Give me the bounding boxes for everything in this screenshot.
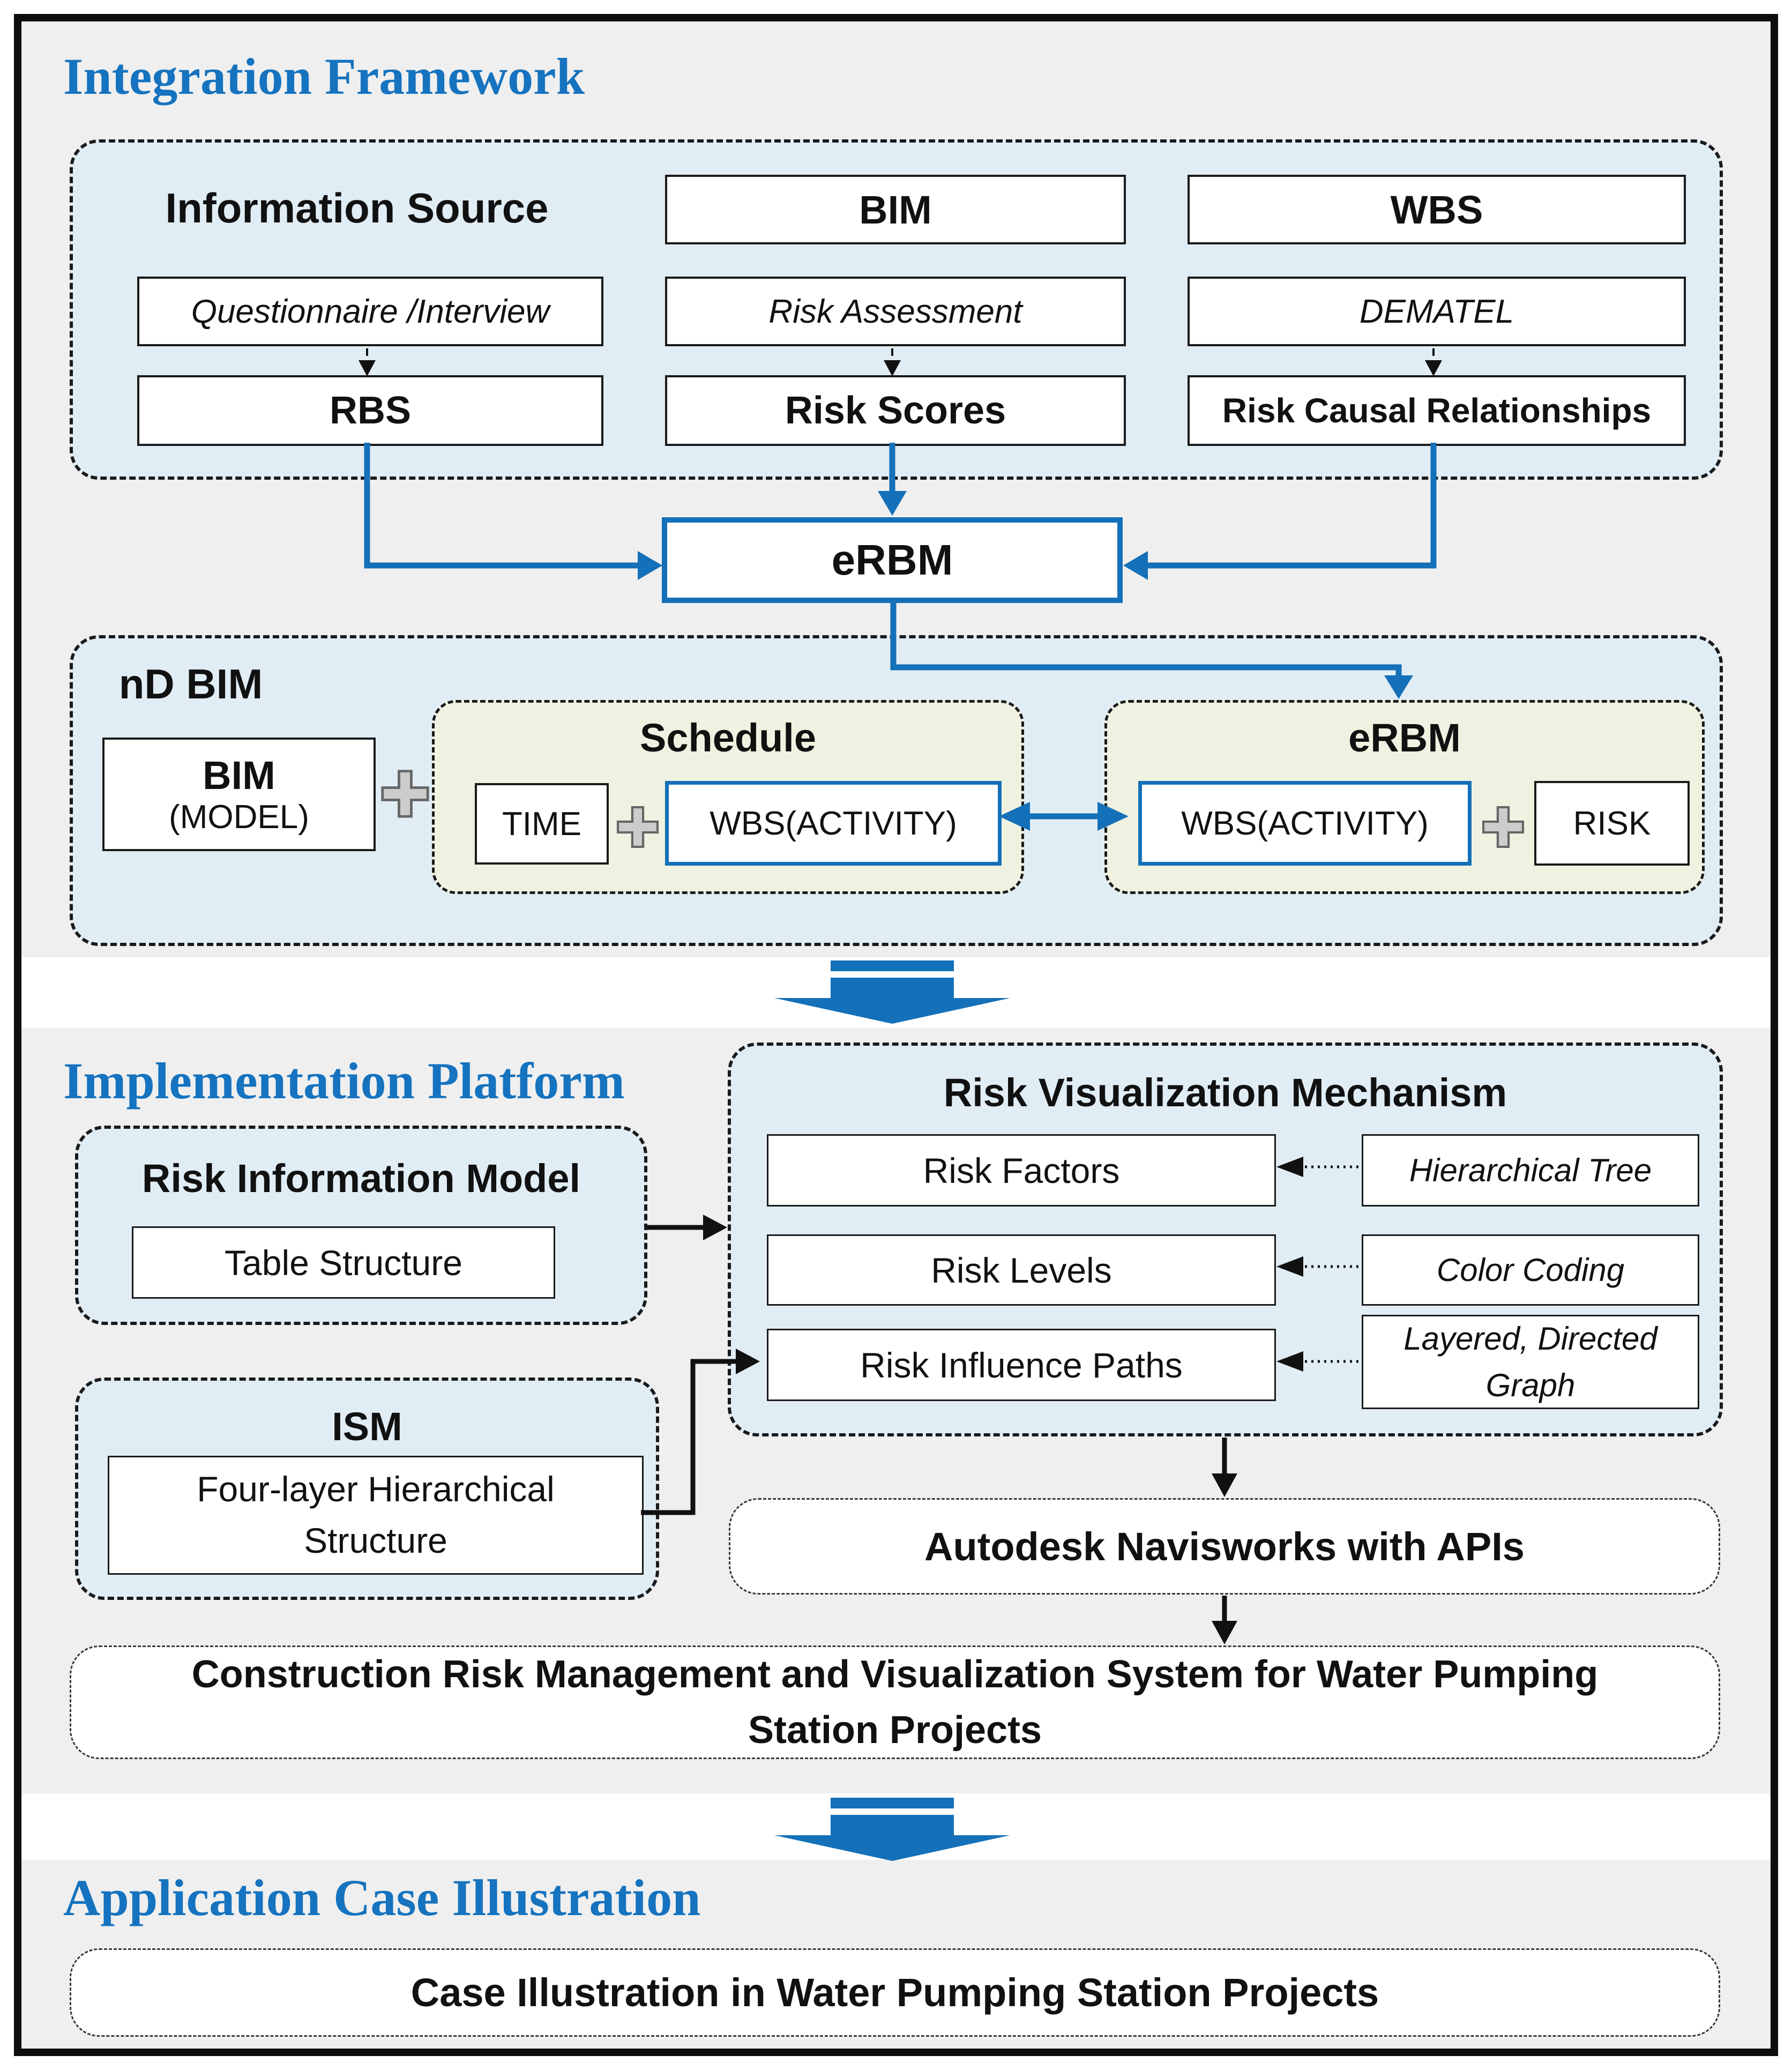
- section-flow-down-arrow-icon: [774, 960, 1010, 1024]
- ism-panel: ISM Four-layer Hierarchical Structure: [75, 1377, 659, 1600]
- erbm-group: eRBM WBS(ACTIVITY) RISK: [1104, 700, 1705, 894]
- risk-box: RISK: [1534, 781, 1690, 866]
- bim-model-subtitle: (MODEL): [169, 799, 309, 836]
- rbs-box: RBS: [137, 375, 603, 446]
- hierarchical-tree-box: Hierarchical Tree: [1362, 1134, 1699, 1207]
- risk-factors-box: Risk Factors: [767, 1134, 1276, 1207]
- risk-information-model-label: Risk Information Model: [141, 1156, 581, 1201]
- risk-scores-box: Risk Scores: [665, 375, 1126, 446]
- risk-causal-relationships-box: Risk Causal Relationships: [1188, 375, 1686, 446]
- plus-icon: [381, 770, 429, 818]
- erbm-group-label: eRBM: [1348, 715, 1461, 760]
- risk-visualization-mechanism-label: Risk Visualization Mechanism: [943, 1070, 1507, 1115]
- nd-bim-label: nD BIM: [118, 660, 263, 708]
- erbm-box: eRBM: [662, 517, 1123, 603]
- plus-icon: [616, 806, 659, 848]
- risk-assessment-box: Risk Assessment: [665, 277, 1126, 346]
- schedule-label: Schedule: [640, 715, 816, 760]
- navisworks-box: Autodesk Navisworks with APIs: [729, 1498, 1720, 1595]
- wbs-header-box: WBS: [1188, 175, 1686, 244]
- bim-model-title: BIM: [203, 753, 275, 798]
- nd-bim-panel: nD BIM BIM (MODEL) Schedule TIME WBS(ACT…: [70, 635, 1723, 946]
- section-title-application-case: Application Case Illustration: [63, 1869, 701, 1926]
- ism-label: ISM: [332, 1404, 402, 1449]
- bim-header-box: BIM: [665, 175, 1126, 244]
- plus-icon: [1482, 806, 1525, 848]
- section-title-integration-framework: Integration Framework: [63, 48, 585, 105]
- questionnaire-interview-box: Questionnaire /Interview: [137, 277, 603, 346]
- risk-influence-paths-box: Risk Influence Paths: [767, 1329, 1276, 1401]
- schedule-wbs-activity-box: WBS(ACTIVITY): [665, 781, 1002, 866]
- risk-visualization-mechanism-panel: Risk Visualization Mechanism Risk Factor…: [728, 1043, 1723, 1436]
- information-source-panel: Information Source BIM WBS Questionnaire…: [70, 139, 1723, 480]
- section-title-implementation-platform: Implementation Platform: [63, 1052, 625, 1110]
- dematel-box: DEMATEL: [1188, 277, 1686, 346]
- information-source-label: Information Source: [165, 184, 549, 232]
- schedule-group: Schedule TIME WBS(ACTIVITY): [432, 700, 1024, 894]
- risk-information-model-panel: Risk Information Model Table Structure: [75, 1126, 647, 1325]
- layered-directed-graph-box: Layered, Directed Graph: [1362, 1315, 1699, 1409]
- table-structure-box: Table Structure: [132, 1226, 555, 1299]
- case-illustration-box: Case Illustration in Water Pumping Stati…: [70, 1948, 1720, 2037]
- color-coding-box: Color Coding: [1362, 1234, 1699, 1306]
- construction-system-box: Construction Risk Management and Visuali…: [70, 1645, 1720, 1759]
- section-flow-down-arrow-icon: [774, 1798, 1010, 1861]
- time-box: TIME: [475, 783, 609, 865]
- erbm-wbs-activity-box: WBS(ACTIVITY): [1138, 781, 1472, 866]
- risk-levels-box: Risk Levels: [767, 1234, 1276, 1306]
- bim-model-box: BIM (MODEL): [102, 738, 376, 851]
- four-layer-structure-box: Four-layer Hierarchical Structure: [108, 1456, 644, 1575]
